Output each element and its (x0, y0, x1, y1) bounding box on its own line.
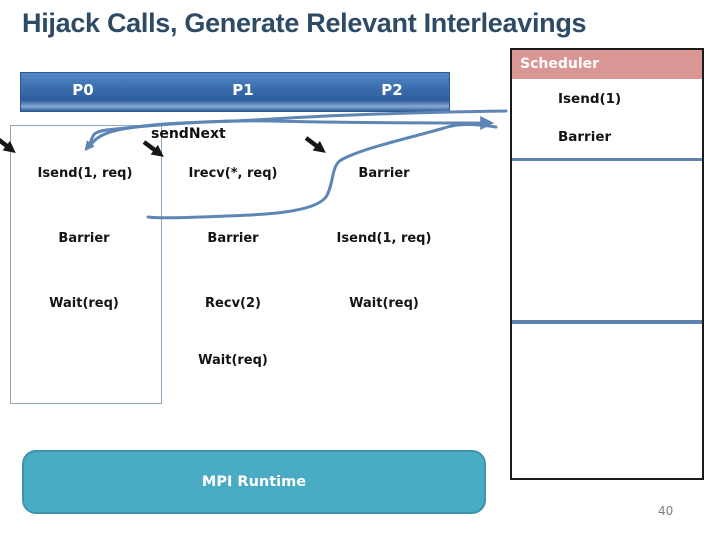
p0-call-isend: Isend(1, req) (37, 166, 133, 181)
p2-pointer-arrow (304, 136, 326, 153)
p0-call-wait: Wait(req) (49, 296, 119, 311)
process-label-p1: P1 (232, 81, 254, 99)
scheduler-entry-isend: Isend(1) (558, 91, 622, 107)
sendnext-label: sendNext (151, 126, 226, 142)
scheduler-divider-line (512, 158, 702, 161)
p2-call-barrier: Barrier (358, 166, 410, 181)
scheduler-divider-line (512, 320, 702, 324)
scheduler-header: Scheduler (512, 50, 702, 79)
p2-call-isend: Isend(1, req) (336, 231, 432, 246)
mpi-runtime-box: MPI Runtime (22, 450, 486, 514)
scheduler-panel: Scheduler Isend(1) Barrier (510, 48, 704, 480)
p1-call-recv: Recv(2) (205, 296, 261, 311)
scheduler-title: Scheduler (520, 56, 600, 72)
process-bar: P0 P1 P2 (20, 72, 450, 112)
process-label-p0: P0 (72, 81, 94, 99)
process-label-p2: P2 (381, 81, 403, 99)
p0-call-barrier: Barrier (58, 231, 110, 246)
p1-call-irecv: Irecv(*, req) (188, 166, 278, 181)
p1-call-wait: Wait(req) (198, 353, 268, 368)
scheduler-entry-barrier: Barrier (558, 129, 612, 145)
p2-call-wait: Wait(req) (349, 296, 419, 311)
page-title: Hijack Calls, Generate Relevant Interlea… (22, 8, 587, 38)
p1-call-barrier: Barrier (207, 231, 259, 246)
mpi-runtime-label: MPI Runtime (201, 474, 307, 490)
page-number: 40 (658, 504, 674, 518)
